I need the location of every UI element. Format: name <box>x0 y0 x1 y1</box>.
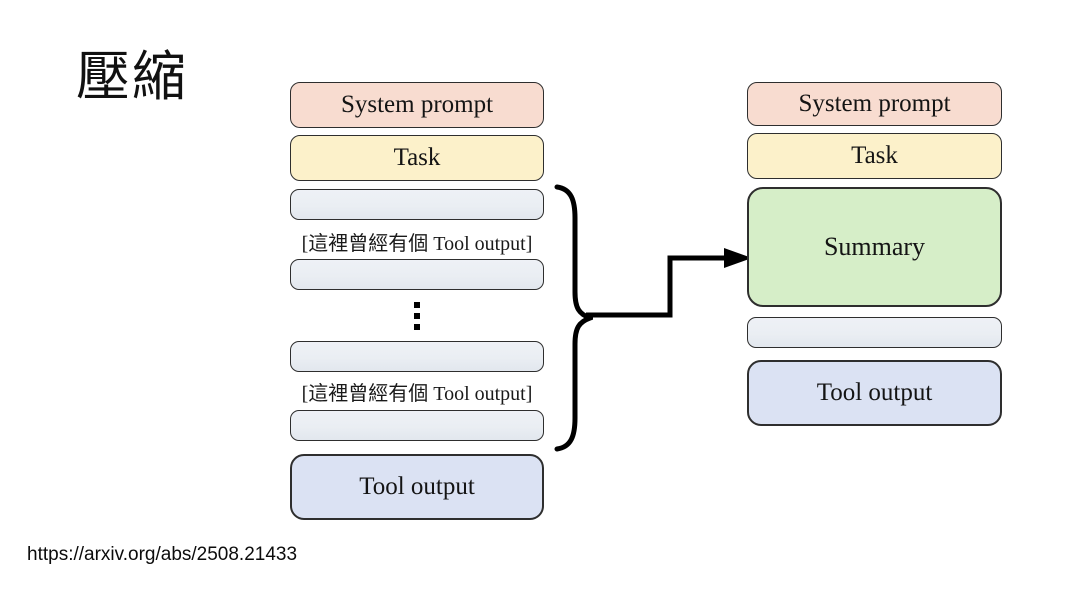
right-task-box: Task <box>747 133 1002 179</box>
left-tool-output-box: Tool output <box>290 454 544 520</box>
right-placeholder-box <box>747 317 1002 348</box>
removed-tool-output-note-2: [這裡曾經有個 Tool output] <box>301 383 533 405</box>
right-context-stack: System prompt Task Summary Tool output <box>747 0 1002 608</box>
vertical-ellipsis-icon <box>290 302 544 330</box>
left-task-box: Task <box>290 135 544 181</box>
summary-label: Summary <box>823 232 926 261</box>
left-placeholder-box-4 <box>290 410 544 441</box>
left-task-label: Task <box>393 144 441 171</box>
slide-title: 壓縮 <box>76 47 188 107</box>
arxiv-url: https://arxiv.org/abs/2508.21433 <box>27 544 298 565</box>
left-tool-output-label: Tool output <box>359 473 475 500</box>
left-placeholder-box-1 <box>290 189 544 220</box>
left-system-prompt-label: System prompt <box>340 91 494 118</box>
right-task-label: Task <box>851 142 898 169</box>
right-tool-output-box: Tool output <box>747 360 1002 426</box>
left-placeholder-box-2 <box>290 259 544 290</box>
left-system-prompt-box: System prompt <box>290 82 544 128</box>
right-system-prompt-box: System prompt <box>747 82 1002 126</box>
right-system-prompt-label: System prompt <box>798 90 951 117</box>
left-placeholder-box-3 <box>290 341 544 372</box>
right-arrow-icon <box>586 248 752 318</box>
right-curly-brace-icon <box>554 184 593 452</box>
summary-box: Summary <box>747 187 1002 307</box>
removed-tool-output-note-1: [這裡曾經有個 Tool output] <box>301 233 533 255</box>
right-tool-output-label: Tool output <box>816 379 933 406</box>
left-context-stack: System prompt Task [這裡曾經有個 Tool output] … <box>290 0 544 608</box>
